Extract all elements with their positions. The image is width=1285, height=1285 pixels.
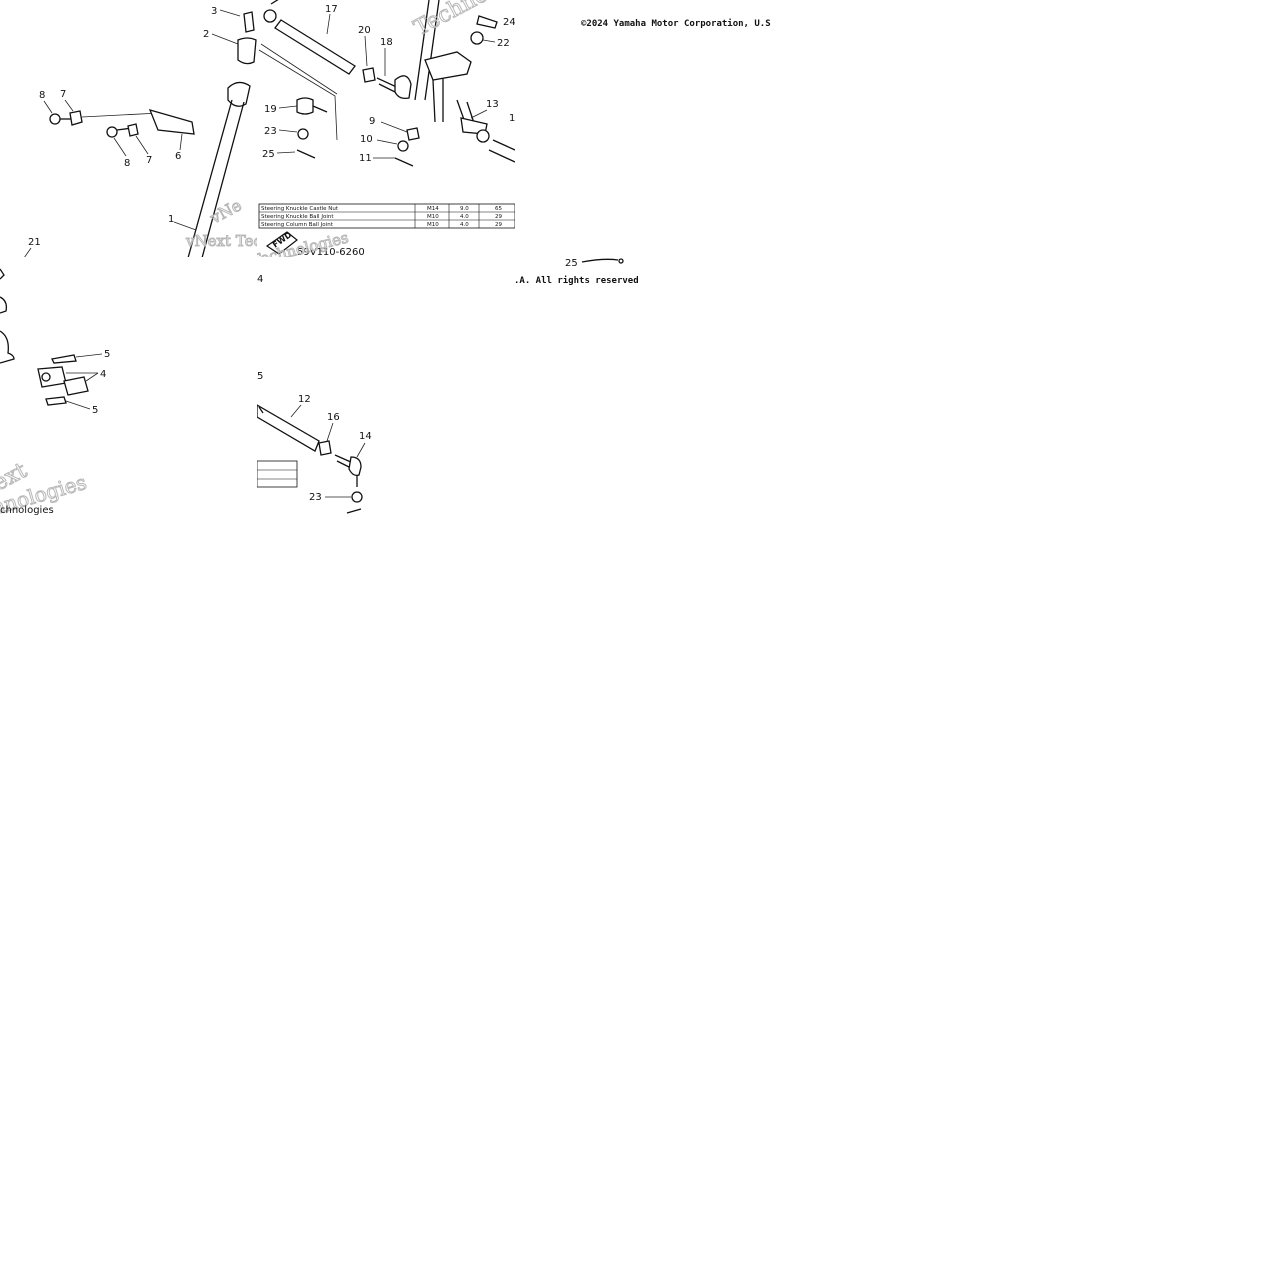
torque-row-1-ftlb: 65 <box>495 206 502 212</box>
callout-12: 12 <box>298 394 311 405</box>
callout-6: 6 <box>175 151 181 162</box>
callout-11: 11 <box>359 153 372 164</box>
nut-top <box>263 9 277 23</box>
callout-8b: 8 <box>124 158 130 169</box>
callout-15: 15 <box>509 113 515 124</box>
torque-row-1-nm: 9.0 <box>460 206 469 212</box>
callout-8a: 8 <box>39 90 45 101</box>
nut-15 <box>476 129 490 143</box>
callout-18: 18 <box>380 37 393 48</box>
nut-23 <box>297 128 309 140</box>
callout-20: 20 <box>358 25 371 36</box>
nut-23b <box>351 491 363 503</box>
callout-14: 14 <box>359 431 372 442</box>
callout-5a: 5 <box>104 349 110 360</box>
diagram-tile-center: Steering Knuckle Castle Nut M14 9.0 65 S… <box>257 0 515 258</box>
callout-3: 3 <box>211 6 217 17</box>
callout-2: 2 <box>203 29 209 40</box>
callout-13: 13 <box>486 99 499 110</box>
column-upper-joint <box>227 81 251 107</box>
washer-9 <box>406 127 420 141</box>
tie-rod-17 <box>274 19 356 75</box>
watermark-text-small: chnologies <box>0 505 54 515</box>
torque-row-3-nm: 4.0 <box>460 222 469 228</box>
tie-rod-12 <box>257 404 320 452</box>
nut-16 <box>318 440 332 456</box>
torque-table-stub <box>257 460 298 488</box>
diagram-tile-bottom-center: 4 5 12 16 14 23 <box>257 257 387 515</box>
washer-24 <box>476 15 498 29</box>
knuckle-post <box>414 0 440 101</box>
bushing-4 <box>63 376 89 396</box>
callout-17: 17 <box>325 4 338 15</box>
callout-1: 1 <box>168 214 174 225</box>
pitman-arm-6 <box>148 109 195 135</box>
nut-22 <box>470 31 484 45</box>
nut-20 <box>362 67 376 83</box>
callout-4a: 4 <box>100 369 106 380</box>
torque-row-1-size: M14 <box>427 206 439 212</box>
torque-row-1-name: Steering Knuckle Castle Nut <box>261 206 339 212</box>
callout-5c: 5 <box>257 371 263 382</box>
bolt-head-8a <box>49 113 61 125</box>
steering-column-shaft <box>187 99 245 258</box>
tie-rod-right <box>488 139 515 163</box>
watermark-text: vNext Tec <box>185 232 258 250</box>
cotter-pin-11 <box>394 157 414 167</box>
diagram-tile-right: 25 .A. All rights reserved <box>514 250 664 286</box>
torque-row-2-nm: 4.0 <box>460 214 469 220</box>
torque-row-3-ftlb: 29 <box>495 222 502 228</box>
diagram-tile-left: 3 2 8 7 8 7 6 1 21 vNext Tec vNe <box>0 0 258 258</box>
washer-5a <box>51 354 77 364</box>
steering-knuckle <box>424 51 472 81</box>
copyright-top: ©2024 Yamaha Motor Corporation, U.S <box>581 18 771 29</box>
diagram-tile-bottom-left: 5 4 5 ext hnologies chnologies <box>0 257 258 515</box>
torque-row-2-ftlb: 29 <box>495 214 502 220</box>
diagram-code: 59V110-6260 <box>297 247 365 258</box>
callout-23b: 23 <box>309 492 322 503</box>
torque-table: Steering Knuckle Castle Nut M14 9.0 65 S… <box>258 203 515 229</box>
column-clamp <box>237 37 257 65</box>
washer-7b <box>127 123 139 137</box>
callout-25b: 25 <box>565 258 578 269</box>
fwd-arrow-icon: FWD <box>265 230 298 255</box>
svg-text:©2024 Yamaha Motor Corporation: ©2024 Yamaha Motor Corporation, U.S <box>581 18 771 29</box>
cotter-pin-25b <box>581 258 619 263</box>
callout-16: 16 <box>327 412 340 423</box>
torque-row-3-size: M10 <box>427 222 439 228</box>
callout-19: 19 <box>264 104 277 115</box>
callout-7b: 7 <box>146 155 152 166</box>
torque-row-2-name: Steering Knuckle Ball Joint <box>261 214 334 220</box>
washer-7a <box>69 110 83 126</box>
callout-24: 24 <box>503 17 515 28</box>
cotter-pin-25 <box>296 149 316 159</box>
callout-7a: 7 <box>60 89 66 100</box>
callout-21: 21 <box>28 237 41 248</box>
callout-23a: 23 <box>264 126 277 137</box>
callout-22: 22 <box>497 38 510 49</box>
callout-5b: 5 <box>92 405 98 416</box>
callout-25a: 25 <box>262 149 275 160</box>
callout-9: 9 <box>369 116 375 127</box>
callout-10: 10 <box>360 134 373 145</box>
ball-joint-19 <box>296 97 314 115</box>
bolt-head-8b <box>106 126 118 138</box>
torque-row-2-size: M10 <box>427 214 439 220</box>
callout-4b: 4 <box>257 274 263 285</box>
nut-10 <box>397 140 409 152</box>
torque-row-3-name: Steering Column Ball Joint <box>261 222 334 228</box>
washer-5b <box>45 396 67 406</box>
copyright-bottom: .A. All rights reserved <box>514 275 639 286</box>
